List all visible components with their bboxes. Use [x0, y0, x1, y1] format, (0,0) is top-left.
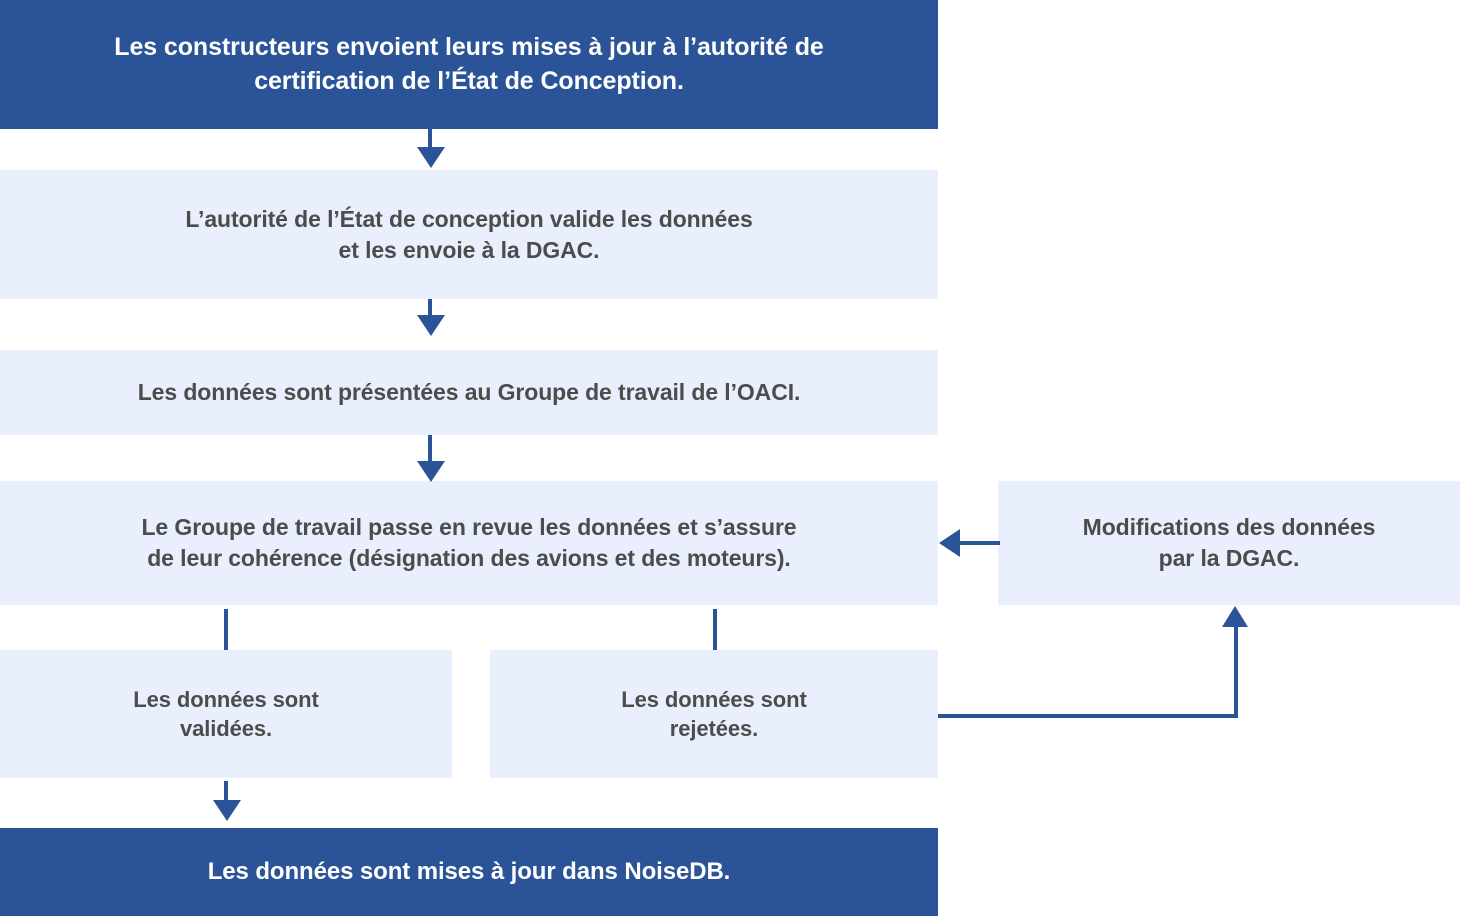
flow-node-data-validated: Les données sont validées. — [0, 650, 452, 778]
flow-node-data-presented-to-icao-working-group: Les données sont présentées au Groupe de… — [0, 350, 938, 435]
arrow-up-icon-rejected-to-modifications — [1222, 606, 1248, 627]
arrow-down-icon-validated-to-noisedb — [213, 800, 241, 821]
flow-node-data-updated-in-noisedb: Les données sont mises à jour dans Noise… — [0, 828, 938, 916]
arrow-down-icon-manufacturers-to-design-state — [417, 147, 445, 168]
arrow-left-icon-modifications-to-review — [939, 529, 960, 557]
connector-validated-to-noisedb-stem — [224, 781, 228, 802]
connector-manufacturers-to-design-state-stem — [428, 129, 432, 149]
arrow-down-icon-design-state-to-icao-group — [417, 315, 445, 336]
flow-node-modifications-by-dgac: Modifications des données par la DGAC. — [998, 481, 1460, 605]
flow-node-manufacturers-send-updates: Les constructeurs envoient leurs mises à… — [0, 0, 938, 129]
flow-node-working-group-reviews-data: Le Groupe de travail passe en revue les … — [0, 481, 938, 605]
connector-icao-group-to-review-stem — [428, 435, 432, 463]
connector-rejected-to-modifications-horizontal — [938, 714, 1238, 718]
arrow-down-icon-icao-group-to-review — [417, 461, 445, 482]
connector-design-state-to-icao-group-stem — [428, 299, 432, 317]
connector-rejected-to-modifications-vertical — [1234, 626, 1238, 718]
connector-review-to-validated-line — [224, 609, 228, 650]
connector-review-to-rejected-line — [713, 609, 717, 650]
flow-node-design-state-authority-validates: L’autorité de l’État de conception valid… — [0, 170, 938, 299]
connector-modifications-to-review-stem — [960, 541, 1000, 545]
flow-node-data-rejected: Les données sont rejetées. — [490, 650, 938, 778]
